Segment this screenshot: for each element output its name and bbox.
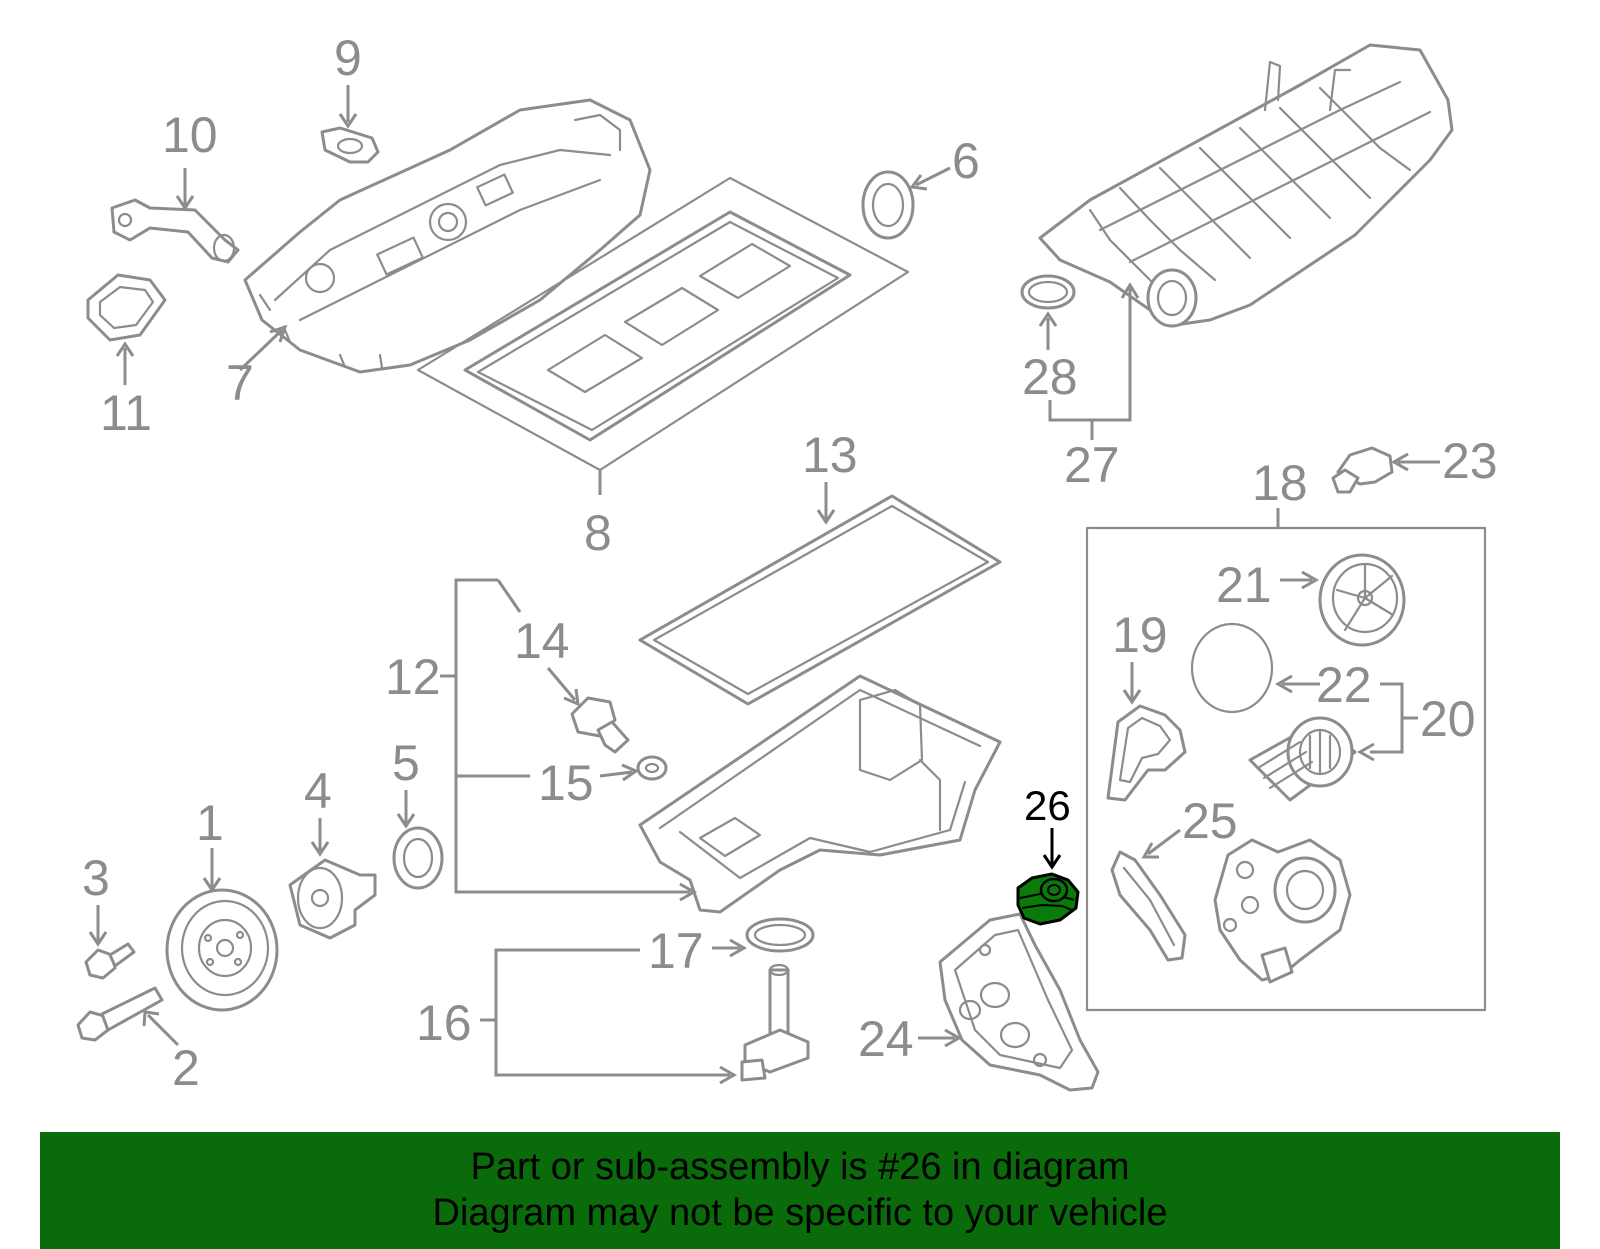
part-5-seal[interactable]	[392, 826, 444, 890]
callout-28: 28	[1022, 349, 1078, 405]
part-24-housing-cover[interactable]	[938, 912, 1100, 1092]
part-23-sensor[interactable]	[1331, 446, 1394, 494]
part-16-level-sensor[interactable]	[740, 963, 810, 1082]
callout-8: 8	[584, 505, 612, 561]
part-20-filter-element[interactable]	[1248, 716, 1357, 802]
callout-1: 1	[196, 795, 224, 851]
callout-14: 14	[514, 613, 570, 669]
part-28-o-ring[interactable]	[1020, 274, 1076, 310]
part-27-intake-manifold[interactable]	[1038, 43, 1454, 328]
callout-20: 20	[1420, 691, 1476, 747]
part-10-tube[interactable]	[110, 198, 240, 264]
part-17-o-ring[interactable]	[745, 917, 815, 953]
part-7-valve-cover[interactable]	[243, 98, 652, 374]
callout-24: 24	[858, 1011, 914, 1067]
part-18-oil-filter-housing[interactable]	[1213, 838, 1352, 984]
parts-diagram: 11 10 9 7 6	[76, 30, 1498, 1096]
part-1-pulley[interactable]	[165, 888, 279, 1012]
part-21-filter-cap[interactable]	[1318, 553, 1406, 647]
info-banner: Part or sub-assembly is #26 in diagram D…	[40, 1132, 1560, 1249]
callout-2: 2	[172, 1040, 200, 1096]
callout-18: 18	[1252, 455, 1308, 511]
part-19-gasket[interactable]	[1106, 704, 1187, 802]
callout-17: 17	[648, 923, 704, 979]
bracket-12	[454, 578, 690, 894]
callout-23: 23	[1442, 433, 1498, 489]
part-22-o-ring[interactable]	[1190, 622, 1274, 714]
part-2-bolt[interactable]	[76, 986, 164, 1042]
part-9-gasket[interactable]	[320, 126, 380, 164]
part-14-drain-plug[interactable]	[570, 696, 630, 754]
part-6-seal[interactable]	[861, 170, 915, 240]
part-12-oil-pan[interactable]	[638, 674, 1002, 914]
bracket-16	[494, 948, 730, 1077]
callout-7: 7	[226, 355, 254, 411]
part-26-gasket-highlighted[interactable]	[1016, 872, 1080, 926]
callout-5: 5	[392, 735, 420, 791]
callout-15: 15	[538, 755, 594, 811]
part-4-hub[interactable]	[288, 858, 377, 940]
callout-6: 6	[952, 133, 980, 189]
callout-26: 26	[1024, 782, 1071, 829]
part-3-bolt[interactable]	[84, 942, 136, 980]
callout-13: 13	[802, 427, 858, 483]
part-8-gasket-set[interactable]	[416, 176, 910, 472]
callout-4: 4	[304, 763, 332, 819]
bracket-20	[1370, 682, 1404, 754]
part-11-gasket[interactable]	[86, 273, 167, 342]
banner-line-1: Part or sub-assembly is #26 in diagram	[470, 1146, 1130, 1188]
callout-12: 12	[385, 649, 441, 705]
part-25-gasket[interactable]	[1110, 850, 1187, 962]
callout-19: 19	[1112, 607, 1168, 663]
callout-9: 9	[334, 30, 362, 86]
callout-27: 27	[1064, 437, 1120, 493]
callout-16: 16	[416, 995, 472, 1051]
callout-25: 25	[1182, 793, 1238, 849]
callout-22: 22	[1316, 657, 1372, 713]
callout-10: 10	[162, 107, 218, 163]
part-15-washer[interactable]	[636, 755, 668, 781]
banner-line-2: Diagram may not be specific to your vehi…	[432, 1192, 1168, 1234]
callout-3: 3	[82, 850, 110, 906]
part-18-assembly-box	[1085, 526, 1487, 1012]
callout-11: 11	[100, 385, 152, 441]
part-13-oil-pan-gasket[interactable]	[638, 494, 1002, 706]
callout-21: 21	[1216, 557, 1272, 613]
